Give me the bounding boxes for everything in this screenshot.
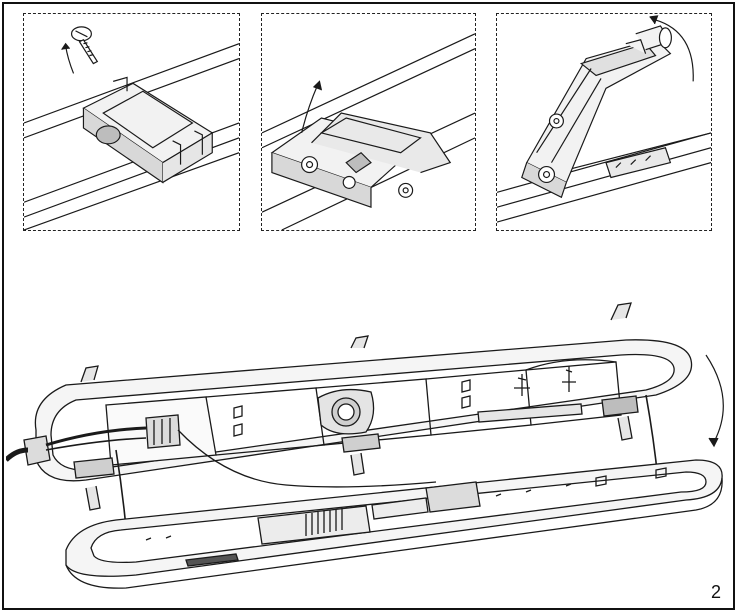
step-3-illustration: [497, 15, 711, 223]
step-2-illustration: [262, 33, 475, 230]
page-number: 2: [710, 582, 721, 602]
rotate-down-arrow-icon: [705, 354, 724, 448]
step-3-panel: [496, 13, 712, 231]
step-2-panel: [261, 13, 476, 231]
screw-icon: [70, 26, 99, 65]
up-arrow-icon: [61, 42, 75, 74]
main-illustration: [6, 300, 732, 600]
opened-housing-drawing: [6, 302, 724, 589]
lift-arrow-icon: [301, 80, 323, 134]
step-1-panel: [23, 13, 240, 231]
page-frame: [2, 2, 735, 610]
rotate-arrow-icon: [649, 15, 694, 82]
step-1-illustration: [24, 26, 239, 230]
